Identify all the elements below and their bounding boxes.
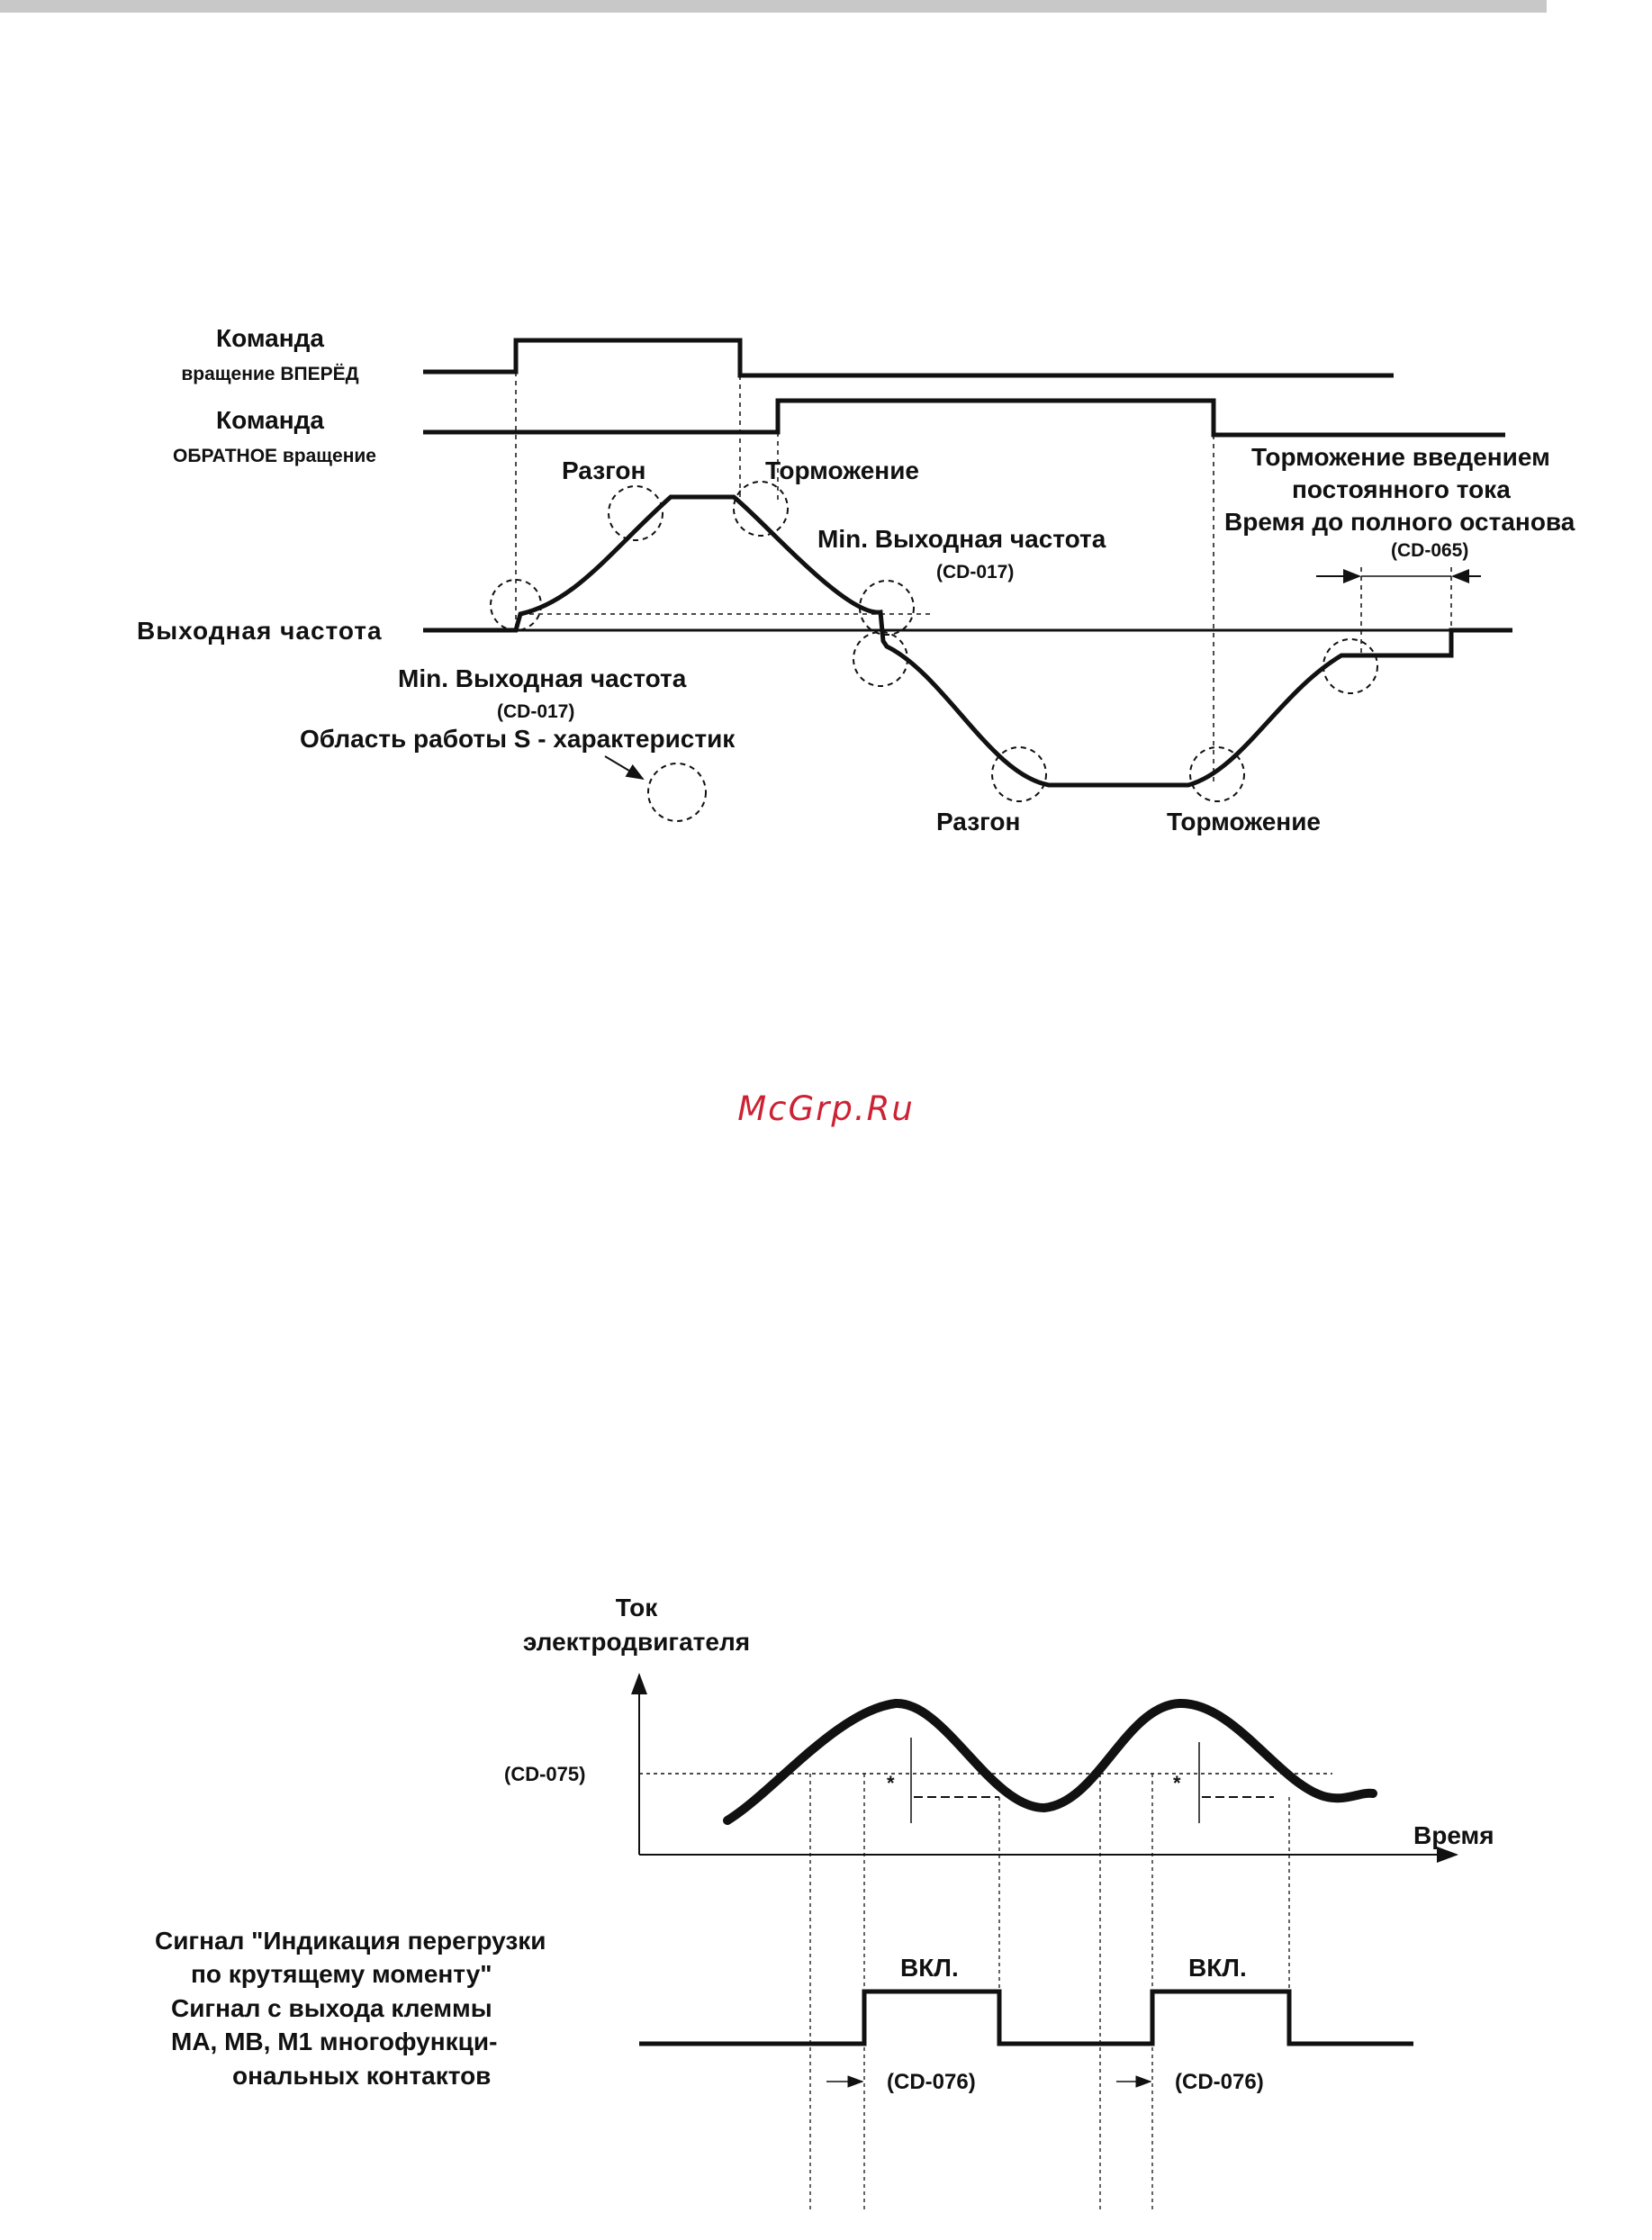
min-freq-left-label: Min. Выходная частота [398, 664, 687, 692]
dc-brake-label-1: Торможение введением [1251, 443, 1550, 471]
stop-time-label: Время до полного останова [1224, 508, 1575, 536]
fwd-command-sub: вращение ВПЕРЁД [181, 364, 358, 384]
min-freq-left-code: (CD-017) [497, 701, 574, 722]
stop-time-code: (CD-065) [1391, 540, 1468, 561]
overload-signal [639, 1989, 1413, 2046]
min-freq-right-code: (CD-017) [936, 562, 1014, 583]
guide-lines [515, 372, 1452, 785]
signal-label-4: MA, MB, M1 многофункци- [171, 2028, 497, 2055]
signal-label-1: Сигнал "Индикация перегрузки [155, 1927, 546, 1955]
s-characteristic-circles [490, 481, 1378, 822]
top-divider-bar [0, 0, 1547, 13]
star-1: * [887, 1772, 895, 1794]
s-area-pointer-arrow [604, 755, 645, 781]
min-freq-right-label: Min. Выходная частота [817, 525, 1106, 553]
frequency-timing-svg: Команда вращение ВПЕРЁД Команда ОБРАТНОЕ… [137, 324, 1575, 835]
output-frequency-label: Выходная частота [137, 617, 383, 645]
frequency-timing-diagram: Команда вращение ВПЕРЁД Команда ОБРАТНОЕ… [0, 270, 1652, 900]
s-area-label: Область работы S - характеристик [300, 725, 736, 753]
delay-label-2: (CD-076) [1175, 2070, 1264, 2094]
on-label-1: ВКЛ. [900, 1954, 959, 1982]
threshold-label: (CD-075) [504, 1763, 585, 1785]
forward-command-signal [423, 338, 1394, 378]
torque-overload-svg: Ток электродвигателя (CD-075) Время * * … [155, 1594, 1494, 2210]
rev-command-sub: ОБРАТНОЕ вращение [173, 446, 376, 466]
on-label-2: ВКЛ. [1188, 1954, 1247, 1982]
signal-label-3: Сигнал с выхода клеммы [171, 1994, 492, 2022]
decel-bottom-label: Торможение [1167, 808, 1321, 835]
x-title: Время [1413, 1821, 1494, 1849]
signal-label-2: по крутящему моменту" [191, 1960, 492, 1988]
delay-label-1: (CD-076) [887, 2070, 976, 2094]
signal-label-5: ональных контактов [232, 2062, 491, 2090]
star-2: * [1173, 1772, 1181, 1794]
rev-command-title: Команда [216, 406, 324, 434]
watermark-text: McGrp.Ru [737, 1089, 915, 1128]
decel-top-label: Торможение [765, 456, 919, 484]
reverse-command-signal [423, 398, 1505, 438]
accel-top-label: Разгон [562, 456, 645, 484]
y-title-2: электродвигателя [523, 1628, 750, 1656]
torque-overload-diagram: Ток электродвигателя (CD-075) Время * * … [0, 1567, 1652, 2235]
dc-brake-label-2: постоянного тока [1292, 475, 1511, 503]
output-frequency-curve [423, 494, 1512, 788]
y-title-1: Ток [616, 1594, 658, 1621]
fwd-command-title: Команда [216, 324, 324, 352]
motor-current-curve [723, 1698, 1377, 1825]
accel-bottom-label: Разгон [936, 808, 1020, 835]
